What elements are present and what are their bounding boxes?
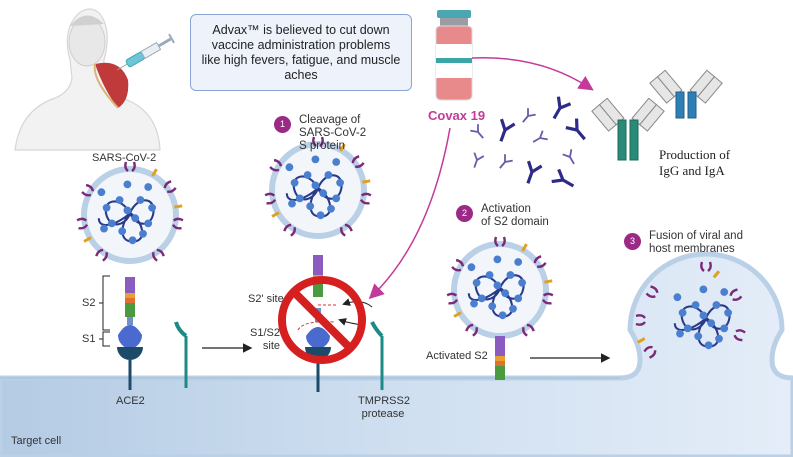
target-cell-membrane bbox=[0, 251, 793, 457]
vaccine-to-inhibition-arrow bbox=[368, 127, 451, 300]
ace2-label: ACE2 bbox=[116, 395, 145, 407]
tmprss2-protease-1 bbox=[174, 321, 188, 388]
virus-label: SARS-CoV-2 bbox=[92, 152, 157, 164]
activated-s2-label: Activated S2 bbox=[426, 350, 488, 362]
step-1-badge: 1 bbox=[274, 116, 291, 133]
vaccine-label: Covax 19 bbox=[428, 108, 486, 123]
sars-cov-2-virion-1 bbox=[77, 162, 183, 261]
tmprss2-line1: TMPRSS2 bbox=[358, 395, 410, 407]
step-1-line3: S protein bbox=[299, 140, 346, 152]
sars-cov-2-virion-3 bbox=[447, 237, 553, 336]
advax-callout-box: Advax™ is believed to cut down vaccine a… bbox=[190, 14, 412, 91]
fusion-virion bbox=[634, 260, 747, 360]
tmprss2-line2: protease bbox=[361, 408, 405, 420]
s2-label: S2 bbox=[82, 297, 96, 309]
s1s2-line1: S1/S2 bbox=[250, 327, 280, 339]
s1s2-site-label: S1/S2 site bbox=[246, 327, 280, 353]
antibody-production-line1: Production of bbox=[659, 147, 731, 162]
step-3-line2: host membranes bbox=[649, 243, 735, 255]
prohibition-icon bbox=[278, 276, 366, 364]
step-2-badge: 2 bbox=[456, 205, 473, 222]
antibody-production-label: Production of IgG and IgA bbox=[659, 147, 730, 179]
person-illustration bbox=[14, 8, 161, 151]
step-3-badge: 3 bbox=[624, 233, 641, 250]
step-1-line2: SARS-CoV-2 bbox=[299, 127, 367, 139]
step-2-line1: Activation bbox=[481, 203, 531, 215]
step-3-text: Fusion of viral and host membranes bbox=[649, 230, 743, 256]
s1-label: S1 bbox=[82, 333, 96, 345]
step-1-text: Cleavage of SARS-CoV-2 S protein bbox=[299, 114, 366, 153]
igg-antibody-icon bbox=[591, 97, 665, 161]
antibody-production-line2: IgG and IgA bbox=[659, 163, 725, 178]
tmprss2-protease-2 bbox=[370, 321, 384, 390]
step-2-line2: of S2 domain bbox=[481, 216, 549, 228]
antibody-cluster bbox=[468, 95, 592, 194]
spike-protein-1 bbox=[118, 277, 142, 350]
iga-antibody-icon bbox=[649, 69, 723, 119]
activated-s2-protein bbox=[495, 336, 505, 380]
vaccine-vial-icon bbox=[435, 10, 473, 101]
syringe-icon bbox=[116, 33, 175, 71]
step-3-line1: Fusion of viral and bbox=[649, 230, 743, 242]
vaccine-to-antibody-arrow bbox=[471, 57, 594, 91]
callout-text: Advax™ is believed to cut down vaccine a… bbox=[201, 22, 401, 82]
s2-prime-site-label: S2' site bbox=[248, 293, 284, 305]
tmprss2-label: TMPRSS2 protease bbox=[358, 395, 410, 421]
ace2-receptor bbox=[117, 347, 143, 390]
s1s2-line2: site bbox=[262, 340, 280, 352]
step-2-text: Activation of S2 domain bbox=[481, 203, 549, 229]
step-1-line1: Cleavage of bbox=[299, 114, 361, 126]
target-cell-label: Target cell bbox=[11, 435, 62, 447]
